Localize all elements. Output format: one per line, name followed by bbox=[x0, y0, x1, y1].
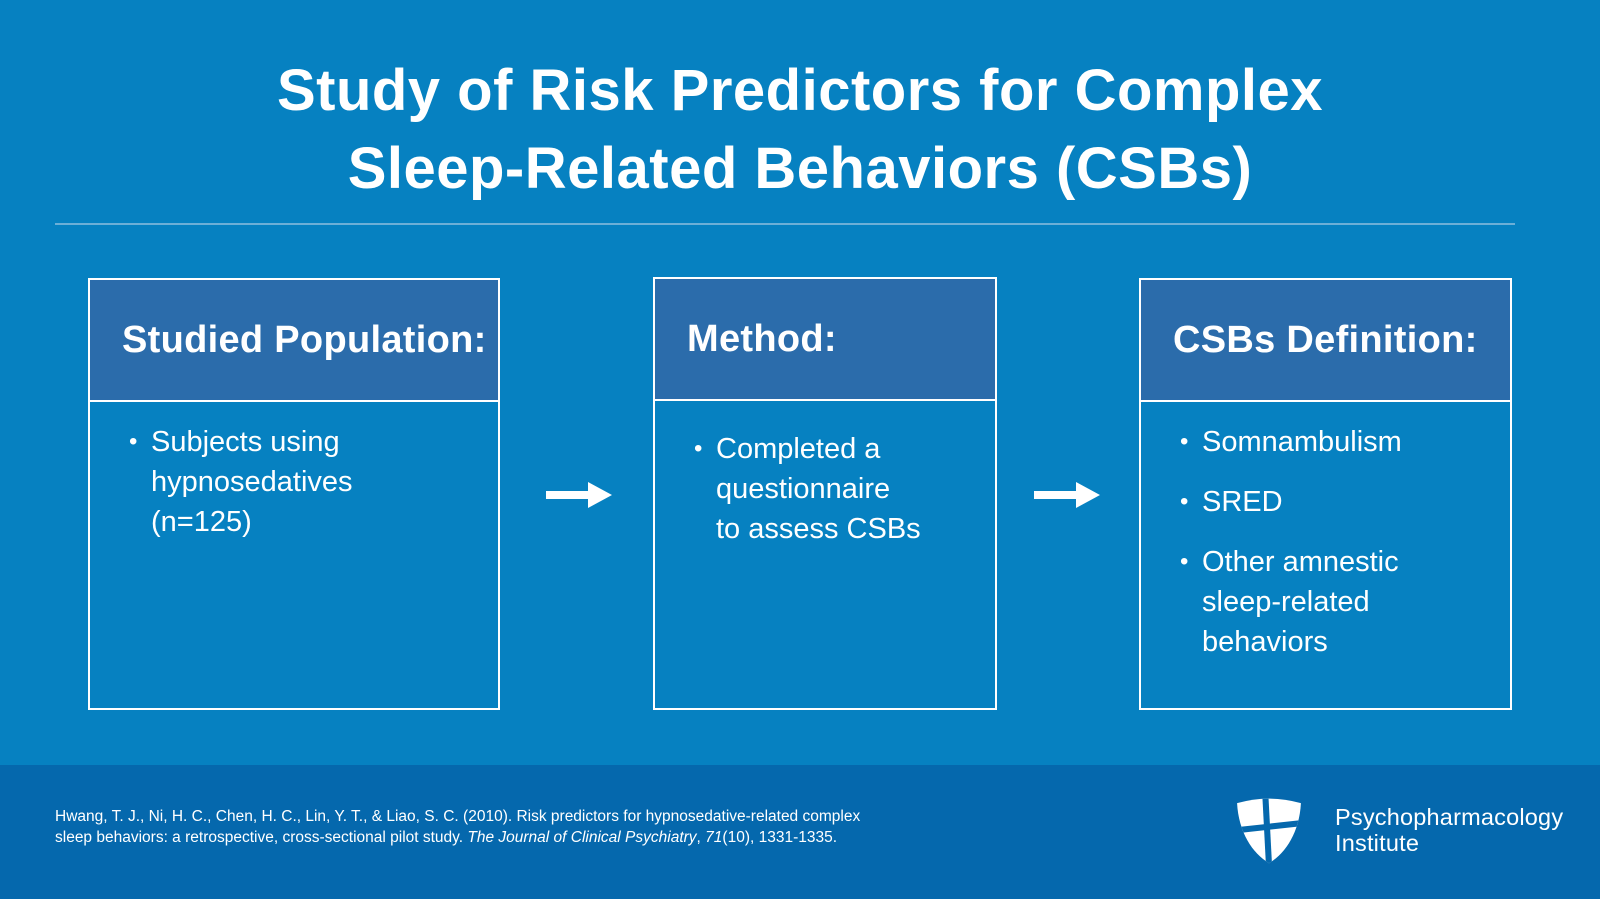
citation-line-2: sleep behaviors: a retrospective, cross-… bbox=[55, 829, 838, 846]
method-box: Method: • Completed a questionnaire to a… bbox=[653, 277, 997, 710]
footer-band: Hwang, T. J., Ni, H. C., Chen, H. C., Li… bbox=[0, 765, 1600, 899]
csbs-definition-box: CSBs Definition: • Somnambulism • SRED •… bbox=[1139, 278, 1512, 710]
studied-population-header: Studied Population: bbox=[90, 280, 498, 402]
citation-line-1: Hwang, T. J., Ni, H. C., Chen, H. C., Li… bbox=[55, 808, 861, 825]
bullet-text: Somnambulism bbox=[1202, 426, 1402, 458]
list-item: • Subjects using hypnosedatives (n=125) bbox=[129, 422, 472, 542]
list-item: • Other amnestic sleep-related behaviors bbox=[1180, 542, 1484, 662]
method-header: Method: bbox=[655, 279, 995, 401]
title-divider-line bbox=[55, 223, 1515, 225]
bullet-icon: • bbox=[1180, 548, 1189, 575]
logo-text: Psychopharmacology Institute bbox=[1335, 804, 1563, 856]
studied-population-box: Studied Population: • Subjects using hyp… bbox=[88, 278, 500, 710]
logo-line-1: Psychopharmacology bbox=[1335, 804, 1564, 830]
list-item: • Completed a questionnaire to assess CS… bbox=[694, 429, 969, 549]
arrow-right-icon bbox=[546, 482, 612, 508]
slide-title: Study of Risk Predictors for Complex Sle… bbox=[276, 58, 1324, 201]
bullet-icon: • bbox=[694, 435, 703, 462]
studied-population-body: • Subjects using hypnosedatives (n=125) bbox=[90, 402, 498, 552]
bullet-text: SRED bbox=[1202, 486, 1283, 518]
bullet-text: Completed a questionnaire to assess CSBs bbox=[716, 433, 921, 545]
bullet-icon: • bbox=[1180, 428, 1189, 455]
citation: Hwang, T. J., Ni, H. C., Chen, H. C., Li… bbox=[55, 806, 860, 848]
bullet-text: Subjects using hypnosedatives (n=125) bbox=[151, 426, 353, 538]
bullet-text: Other amnestic sleep-related behaviors bbox=[1202, 546, 1399, 658]
csbs-definition-header: CSBs Definition: bbox=[1141, 280, 1510, 402]
list-item: • Somnambulism bbox=[1180, 422, 1484, 462]
list-item: • SRED bbox=[1180, 482, 1484, 522]
csbs-definition-body: • Somnambulism • SRED • Other amnestic s… bbox=[1141, 402, 1510, 672]
shield-cross-icon bbox=[1237, 798, 1301, 864]
bullet-icon: • bbox=[1180, 488, 1189, 515]
bullet-icon: • bbox=[129, 428, 138, 455]
logo-line-2: Institute bbox=[1335, 830, 1420, 856]
arrow-right-icon bbox=[1034, 482, 1100, 508]
psychopharmacology-institute-logo: Psychopharmacology Institute bbox=[1231, 791, 1563, 867]
method-body: • Completed a questionnaire to assess CS… bbox=[655, 401, 995, 559]
